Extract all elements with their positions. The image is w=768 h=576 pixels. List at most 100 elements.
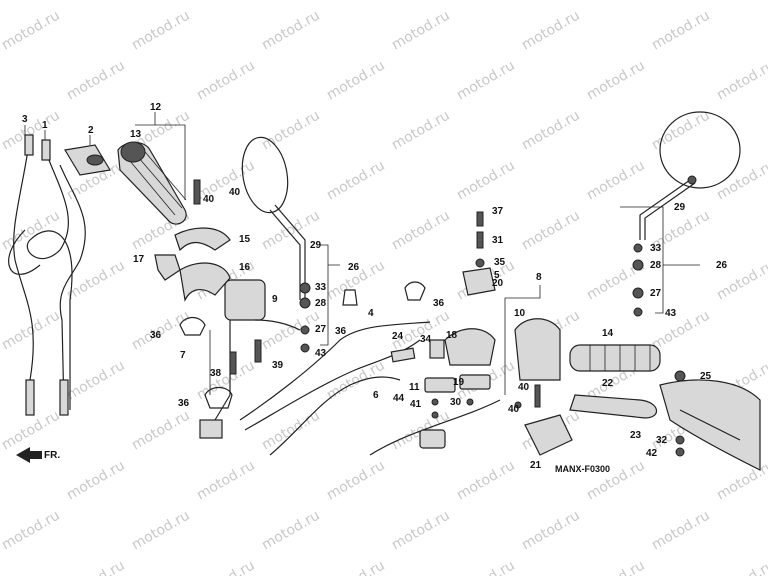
callout-26b: 26	[716, 260, 728, 271]
watermark-text: motod.ru	[649, 507, 713, 553]
watermark-text: motod.ru	[519, 107, 583, 153]
watermark-text: motod.ru	[259, 507, 323, 553]
watermark-text: motod.ru	[64, 357, 128, 403]
watermark-text: motod.ru	[714, 0, 768, 3]
callout-40b: 40	[203, 194, 215, 205]
watermark-text: motod.ru	[389, 7, 453, 53]
callout-40d: 40	[508, 404, 520, 415]
watermark-text: motod.ru	[0, 7, 63, 53]
watermark-text: motod.ru	[389, 207, 453, 253]
watermark-text: motod.ru	[714, 57, 768, 103]
callout-14: 14	[602, 328, 614, 339]
watermark-text: motod.ru	[584, 0, 648, 3]
watermark-text: motod.ru	[389, 107, 453, 153]
diagram-code: MANX-F0300	[555, 464, 610, 474]
callout-43a: 43	[315, 348, 327, 359]
watermark-text: motod.ru	[584, 557, 648, 576]
callout-26a: 26	[348, 262, 360, 273]
watermark-text: motod.ru	[194, 357, 258, 403]
watermark-text: motod.ru	[0, 307, 63, 353]
watermark-text: motod.ru	[454, 0, 518, 3]
callout-29b: 29	[674, 202, 686, 213]
callout-7: 7	[180, 350, 186, 361]
watermark-text: motod.ru	[64, 0, 128, 3]
callout-34: 34	[420, 334, 432, 345]
watermark-text: motod.ru	[64, 557, 128, 576]
watermark-text: motod.ru	[259, 107, 323, 153]
callout-10: 10	[514, 308, 526, 319]
callout-22: 22	[602, 378, 614, 389]
front-arrow-icon: FR.	[16, 447, 60, 463]
callout-20: 20	[492, 278, 504, 289]
hand-guard	[659, 379, 761, 471]
callout-38: 38	[210, 368, 222, 379]
callout-19: 19	[453, 377, 465, 388]
leader-lines	[24, 112, 700, 395]
watermark-text: motod.ru	[454, 557, 518, 576]
callout-36b: 36	[178, 398, 190, 409]
watermark-text: motod.ru	[194, 457, 258, 503]
callout-33b: 33	[650, 243, 662, 254]
right-controls	[424, 267, 657, 456]
callout-15: 15	[239, 234, 251, 245]
callout-18: 18	[446, 330, 458, 341]
watermark-text: motod.ru	[454, 457, 518, 503]
callout-12: 12	[150, 102, 162, 113]
callout-labels: 3 1 2 12 13 40 40 15 17 16 9 36 7 39 38 …	[22, 102, 728, 471]
watermark-text: motod.ru	[129, 7, 193, 53]
watermark-text: motod.ru	[649, 7, 713, 53]
callout-35: 35	[494, 257, 506, 268]
watermark-text: motod.ru	[519, 207, 583, 253]
callout-6: 6	[373, 390, 379, 401]
watermark-text: motod.ru	[324, 157, 388, 203]
clamps	[179, 281, 426, 409]
callout-21: 21	[530, 460, 542, 471]
callout-23: 23	[630, 430, 642, 441]
callout-36d: 36	[433, 298, 445, 309]
callout-2: 2	[88, 125, 94, 136]
watermark-text: motod.ru	[64, 57, 128, 103]
watermark-text: motod.ru	[129, 507, 193, 553]
watermark-text: motod.ru	[519, 507, 583, 553]
callout-42: 42	[646, 448, 658, 459]
watermark-text: motod.ru	[64, 457, 128, 503]
callout-27a: 27	[315, 324, 327, 335]
callout-11: 11	[409, 382, 420, 393]
watermark-text: motod.ru	[649, 107, 713, 153]
callout-36c: 36	[335, 326, 347, 337]
callout-40c: 40	[518, 382, 530, 393]
callout-31: 31	[492, 235, 504, 246]
watermark-text: motod.ru	[0, 207, 63, 253]
callout-41: 41	[410, 399, 422, 410]
bolts	[193, 179, 686, 457]
front-label: FR.	[44, 450, 60, 461]
left-mirror	[241, 136, 306, 300]
callout-9: 9	[272, 294, 278, 305]
watermark-text: motod.ru	[584, 157, 648, 203]
callout-24: 24	[392, 331, 404, 342]
watermark-text: motod.ru	[584, 57, 648, 103]
right-mirror	[639, 111, 741, 240]
watermark-text: motod.ru	[714, 557, 768, 576]
watermark-text: motod.ru	[649, 307, 713, 353]
left-switch-housing	[154, 227, 301, 439]
callout-29a: 29	[310, 240, 322, 251]
watermark-text: motod.ru	[519, 7, 583, 53]
callout-27b: 27	[650, 288, 662, 299]
callout-43b: 43	[665, 308, 677, 319]
callout-44: 44	[393, 393, 405, 404]
watermark-text: motod.ru	[194, 0, 258, 3]
watermark-text: motod.ru	[194, 57, 258, 103]
watermark-text: motod.ru	[324, 57, 388, 103]
callout-4: 4	[368, 308, 374, 319]
callout-36a: 36	[150, 330, 162, 341]
watermark-text: motod.ru	[259, 7, 323, 53]
callout-25: 25	[700, 371, 712, 382]
watermark-text: motod.ru	[714, 157, 768, 203]
callout-40a: 40	[229, 187, 241, 198]
left-grip	[117, 141, 187, 225]
callout-1: 1	[42, 120, 48, 131]
callout-33a: 33	[315, 282, 327, 293]
